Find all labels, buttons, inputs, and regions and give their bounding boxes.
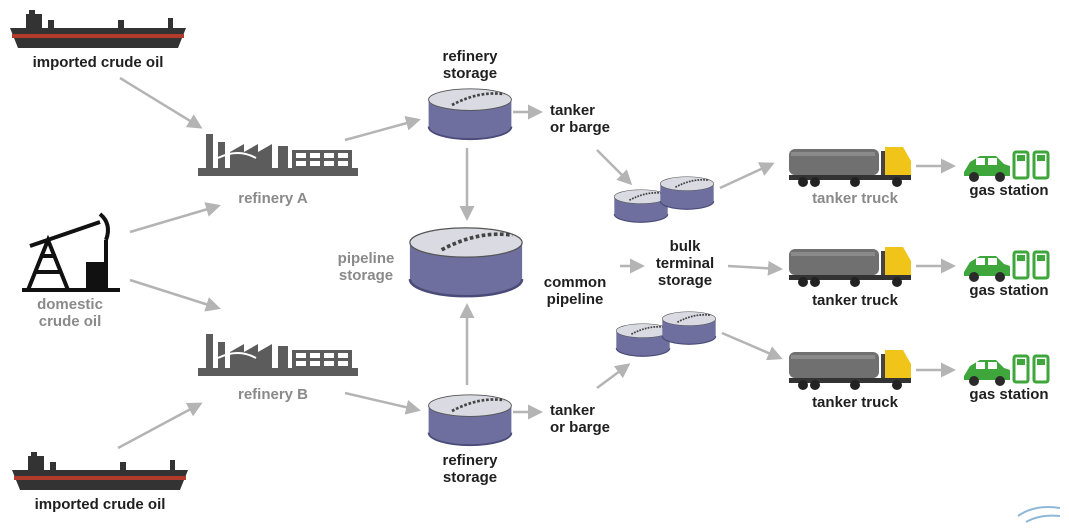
bulk-terminal-storage-line-2: terminal: [655, 255, 715, 272]
arrow-refinery-b-to-storage: [344, 391, 421, 415]
refinery-a-factory-icon: [198, 133, 358, 177]
domestic-crude-oil-line-1: domestic: [37, 296, 103, 313]
common-pipeline-label: common pipeline: [530, 274, 620, 308]
tanker-truck-label-3: tanker truck: [812, 394, 898, 411]
pipeline-storage-line-1: pipeline: [337, 250, 395, 267]
pipeline-storage-label: pipeline storage: [328, 250, 404, 284]
corner-logo-icon: [1017, 506, 1061, 523]
common-pipeline-line-1: common: [543, 274, 607, 291]
tanker-truck-icon: [789, 147, 911, 187]
arrow-domestic-to-refinery-a: [129, 202, 221, 234]
refinery-storage-top-line-2: storage: [442, 65, 498, 82]
tanker-truck-label-2: tanker truck: [812, 292, 898, 309]
arrow-bulk-to-truck-3: [721, 331, 783, 361]
gas-station-icon: [962, 250, 1050, 284]
gas-station-label-2: gas station: [969, 282, 1049, 299]
refinery-storage-bottom-line-1: refinery: [442, 452, 498, 469]
gas-station-icon: [962, 150, 1050, 184]
arrow-imported-to-refinery-b: [117, 402, 203, 450]
gas-station-label-3: gas station: [969, 386, 1049, 403]
arrow-refinery-a-to-storage: [344, 115, 421, 142]
refinery-b-label: refinery B: [237, 386, 309, 403]
pipeline-storage-tank-icon: [407, 225, 525, 299]
common-pipeline-line-2: pipeline: [546, 291, 604, 308]
crude-tanker-ship-icon: [10, 10, 186, 48]
domestic-crude-oil-label: domestic crude oil: [20, 296, 120, 330]
refinery-b-factory-icon: [198, 333, 358, 377]
imported-crude-oil-top-label: imported crude oil: [32, 54, 164, 71]
bulk-terminal-tank-icon: [661, 310, 717, 346]
bulk-terminal-tank-icon: [659, 175, 715, 211]
bulk-terminal-storage-label: bulk terminal storage: [640, 238, 730, 289]
arrow-domestic-to-refinery-b: [129, 278, 221, 312]
arrow-tanker-bottom-to-bulk: [596, 363, 631, 390]
refinery-storage-bottom-line-2: storage: [442, 469, 498, 486]
arrow-bulk-to-truck-1: [719, 162, 775, 190]
oil-pump-jack-icon: [22, 212, 120, 292]
bulk-terminal-storage-line-1: bulk: [669, 238, 701, 255]
refinery-a-label: refinery A: [238, 190, 308, 207]
tanker-or-barge-top-line-1: tanker: [550, 102, 596, 119]
refinery-storage-top-label: refinery storage: [420, 48, 520, 82]
refinery-storage-tank-top-icon: [427, 87, 513, 141]
imported-crude-oil-bottom-label: imported crude oil: [34, 496, 166, 513]
crude-tanker-ship-icon: [12, 452, 188, 490]
refinery-storage-tank-bottom-icon: [427, 393, 513, 447]
tanker-truck-label-1: tanker truck: [812, 190, 898, 207]
gas-station-icon: [962, 354, 1050, 388]
refinery-storage-top-line-1: refinery: [442, 48, 498, 65]
tanker-or-barge-top-line-2: or barge: [550, 119, 611, 136]
tanker-or-barge-bottom-label: tanker or barge: [550, 402, 630, 436]
refinery-storage-bottom-label: refinery storage: [420, 452, 520, 486]
tanker-or-barge-top-label: tanker or barge: [550, 102, 630, 136]
bulk-terminal-tank-icon: [613, 188, 669, 224]
arrow-tanker-top-to-bulk: [596, 149, 633, 186]
tanker-truck-icon: [789, 350, 911, 390]
flow-arrows: [117, 76, 956, 450]
tanker-or-barge-bottom-line-2: or barge: [550, 419, 611, 436]
arrow-imported-to-refinery-a: [119, 76, 203, 129]
pipeline-storage-line-2: storage: [338, 267, 394, 284]
tanker-truck-icon: [789, 247, 911, 287]
tanker-or-barge-bottom-line-1: tanker: [550, 402, 596, 419]
bulk-terminal-storage-line-3: storage: [657, 272, 713, 289]
bulk-terminal-tank-icon: [615, 322, 671, 358]
arrow-bulk-to-truck-2: [727, 260, 783, 276]
domestic-crude-oil-line-2: crude oil: [38, 313, 102, 330]
gas-station-label-1: gas station: [969, 182, 1049, 199]
